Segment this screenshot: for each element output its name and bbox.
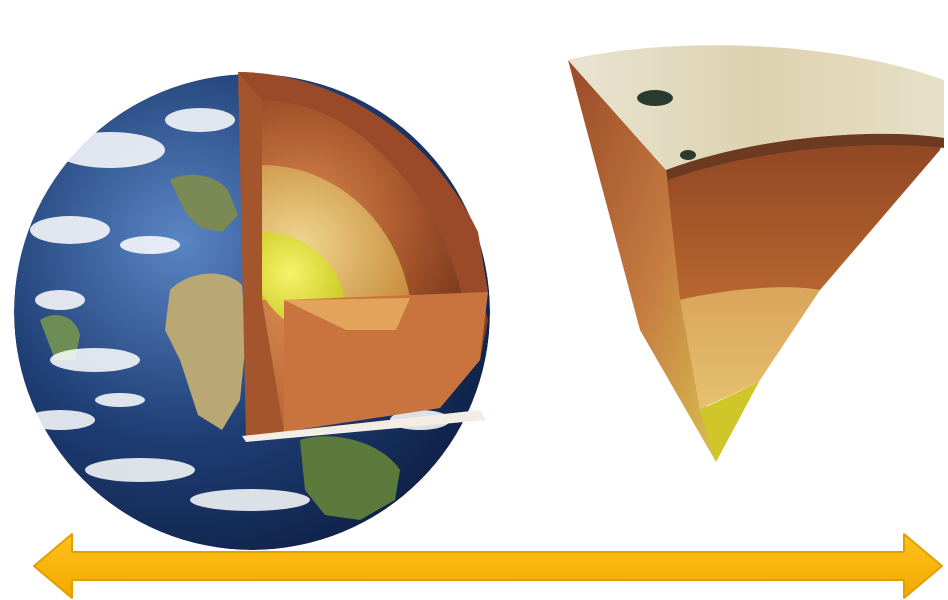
lower-mantle-face bbox=[284, 292, 488, 432]
wedge-surface-top bbox=[568, 45, 944, 170]
vertical-crust-face bbox=[238, 72, 284, 436]
land-south-america bbox=[300, 436, 400, 520]
land-greenland bbox=[40, 315, 80, 360]
wedge-surface-dark-spot bbox=[637, 90, 673, 106]
wedge-cutaway bbox=[568, 45, 944, 462]
wedge-surface-dark-spot-2 bbox=[680, 150, 696, 160]
land-africa bbox=[165, 273, 246, 430]
rim-highlight bbox=[242, 410, 486, 442]
wedge-crust-band bbox=[666, 133, 944, 180]
globe-cutaway bbox=[14, 72, 490, 550]
wedge-outer-core-face bbox=[680, 287, 820, 410]
wedge-side-face bbox=[568, 60, 716, 462]
wedge-inner-core-face bbox=[700, 380, 760, 462]
lower-outer-core-face bbox=[284, 298, 410, 330]
crust-cut-face bbox=[238, 72, 488, 296]
double-headed-arrow bbox=[33, 533, 943, 599]
land-europe bbox=[170, 174, 238, 232]
wedge-mantle-face bbox=[666, 133, 944, 300]
